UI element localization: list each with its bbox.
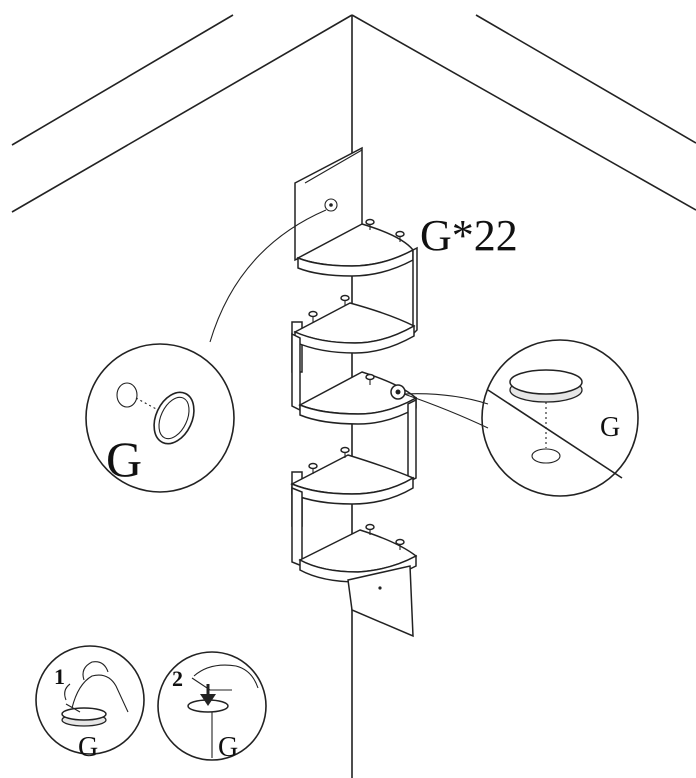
- bottom-panel: [347, 565, 414, 638]
- shelf-3: [298, 371, 418, 425]
- peel-backing-icon: [61, 661, 129, 727]
- step-2-callout: 2 G: [157, 651, 267, 763]
- left-detail-callout: G: [85, 209, 327, 493]
- step-2-label: G: [218, 732, 238, 763]
- shelf-2: [293, 302, 416, 354]
- shelf-1: [296, 223, 415, 277]
- left-detail-label: G: [106, 431, 142, 487]
- step-1-label: G: [78, 732, 98, 763]
- step-1-callout: 1 G: [35, 645, 145, 763]
- bumper-pads: [308, 218, 406, 550]
- press-down-arrow-icon: [187, 664, 259, 758]
- right-detail-label: G: [600, 412, 620, 443]
- step-1-number: 1: [54, 664, 65, 689]
- shelf-4: [290, 454, 415, 505]
- corner-shelf-unit: [290, 146, 418, 638]
- bumper-pad-icon: [153, 391, 195, 445]
- right-detail-callout: G: [403, 339, 639, 497]
- step-2-number: 2: [172, 666, 183, 691]
- quantity-label: G*22: [420, 211, 518, 260]
